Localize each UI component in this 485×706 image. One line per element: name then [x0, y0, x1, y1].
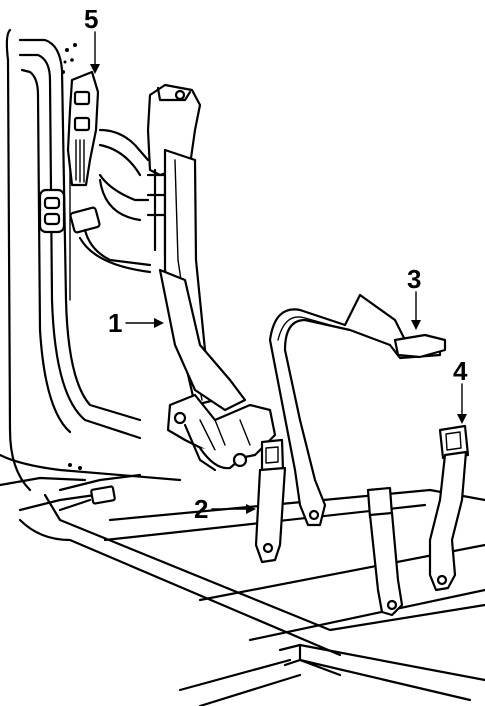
callout-2-label: 2	[194, 494, 208, 524]
callout-4: 4	[453, 356, 468, 424]
callout-5: 5	[84, 4, 100, 74]
part-2-front-buckle	[254, 438, 287, 564]
part-3-rear-lap-belt	[268, 293, 447, 527]
door-striker	[38, 188, 66, 234]
part-1-front-belt-assembly	[158, 148, 277, 472]
callout-1: 1	[108, 308, 164, 338]
callout-1-label: 1	[108, 308, 122, 338]
vehicle-floor	[0, 453, 485, 706]
callout-3-label: 3	[407, 264, 421, 294]
callout-4-label: 4	[453, 356, 468, 386]
callout-5-label: 5	[84, 4, 98, 34]
callout-3: 3	[407, 264, 421, 330]
door-frame	[5, 28, 142, 492]
part-4-rear-buckle	[366, 424, 470, 617]
part-5-upper-anchor-bracket	[66, 70, 100, 187]
callout-2: 2	[194, 494, 256, 524]
